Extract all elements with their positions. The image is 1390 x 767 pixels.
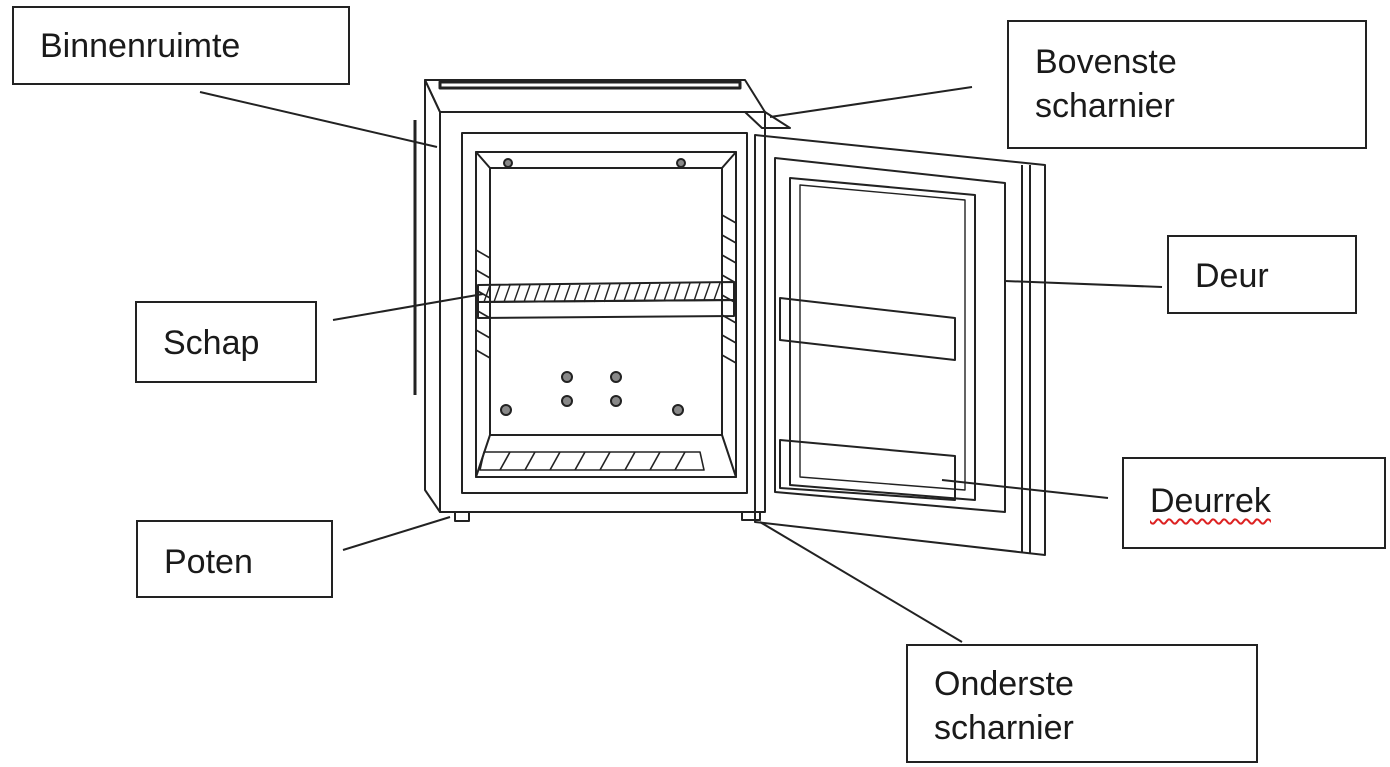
leader-deurrek — [941, 479, 1109, 499]
label-deurrek-text: Deurrek — [1150, 482, 1271, 520]
label-binnenruimte: Binnenruimte — [12, 6, 350, 85]
leader-onderste-scharnier — [759, 521, 963, 643]
leader-deur — [1004, 280, 1163, 288]
leader-poten — [342, 516, 451, 551]
label-binnenruimte-text: Binnenruimte — [40, 27, 241, 65]
label-onderste-scharnier-line1: Onderste — [934, 665, 1074, 703]
label-schap: Schap — [135, 301, 317, 383]
leader-binnenruimte — [199, 91, 438, 148]
label-deur-text: Deur — [1195, 257, 1269, 295]
leader-bovenste-scharnier — [769, 86, 973, 118]
label-onderste-scharnier: Onderste scharnier — [906, 644, 1258, 763]
fridge-door — [754, 134, 1046, 556]
label-bovenste-scharnier-line1: Bovenste — [1035, 43, 1177, 81]
label-bovenste-scharnier: Bovenste scharnier — [1007, 20, 1367, 149]
label-poten: Poten — [136, 520, 333, 598]
label-deurrek: Deurrek — [1122, 457, 1386, 549]
label-schap-text: Schap — [163, 324, 260, 362]
fridge-cabinet — [413, 79, 791, 522]
fridge-shelf — [477, 281, 735, 319]
label-poten-text: Poten — [164, 543, 253, 581]
leader-lines — [199, 86, 1163, 643]
label-onderste-scharnier-line2: scharnier — [934, 709, 1074, 747]
label-bovenste-scharnier-line2: scharnier — [1035, 87, 1175, 125]
leader-schap — [332, 293, 484, 321]
label-deur: Deur — [1167, 235, 1357, 314]
